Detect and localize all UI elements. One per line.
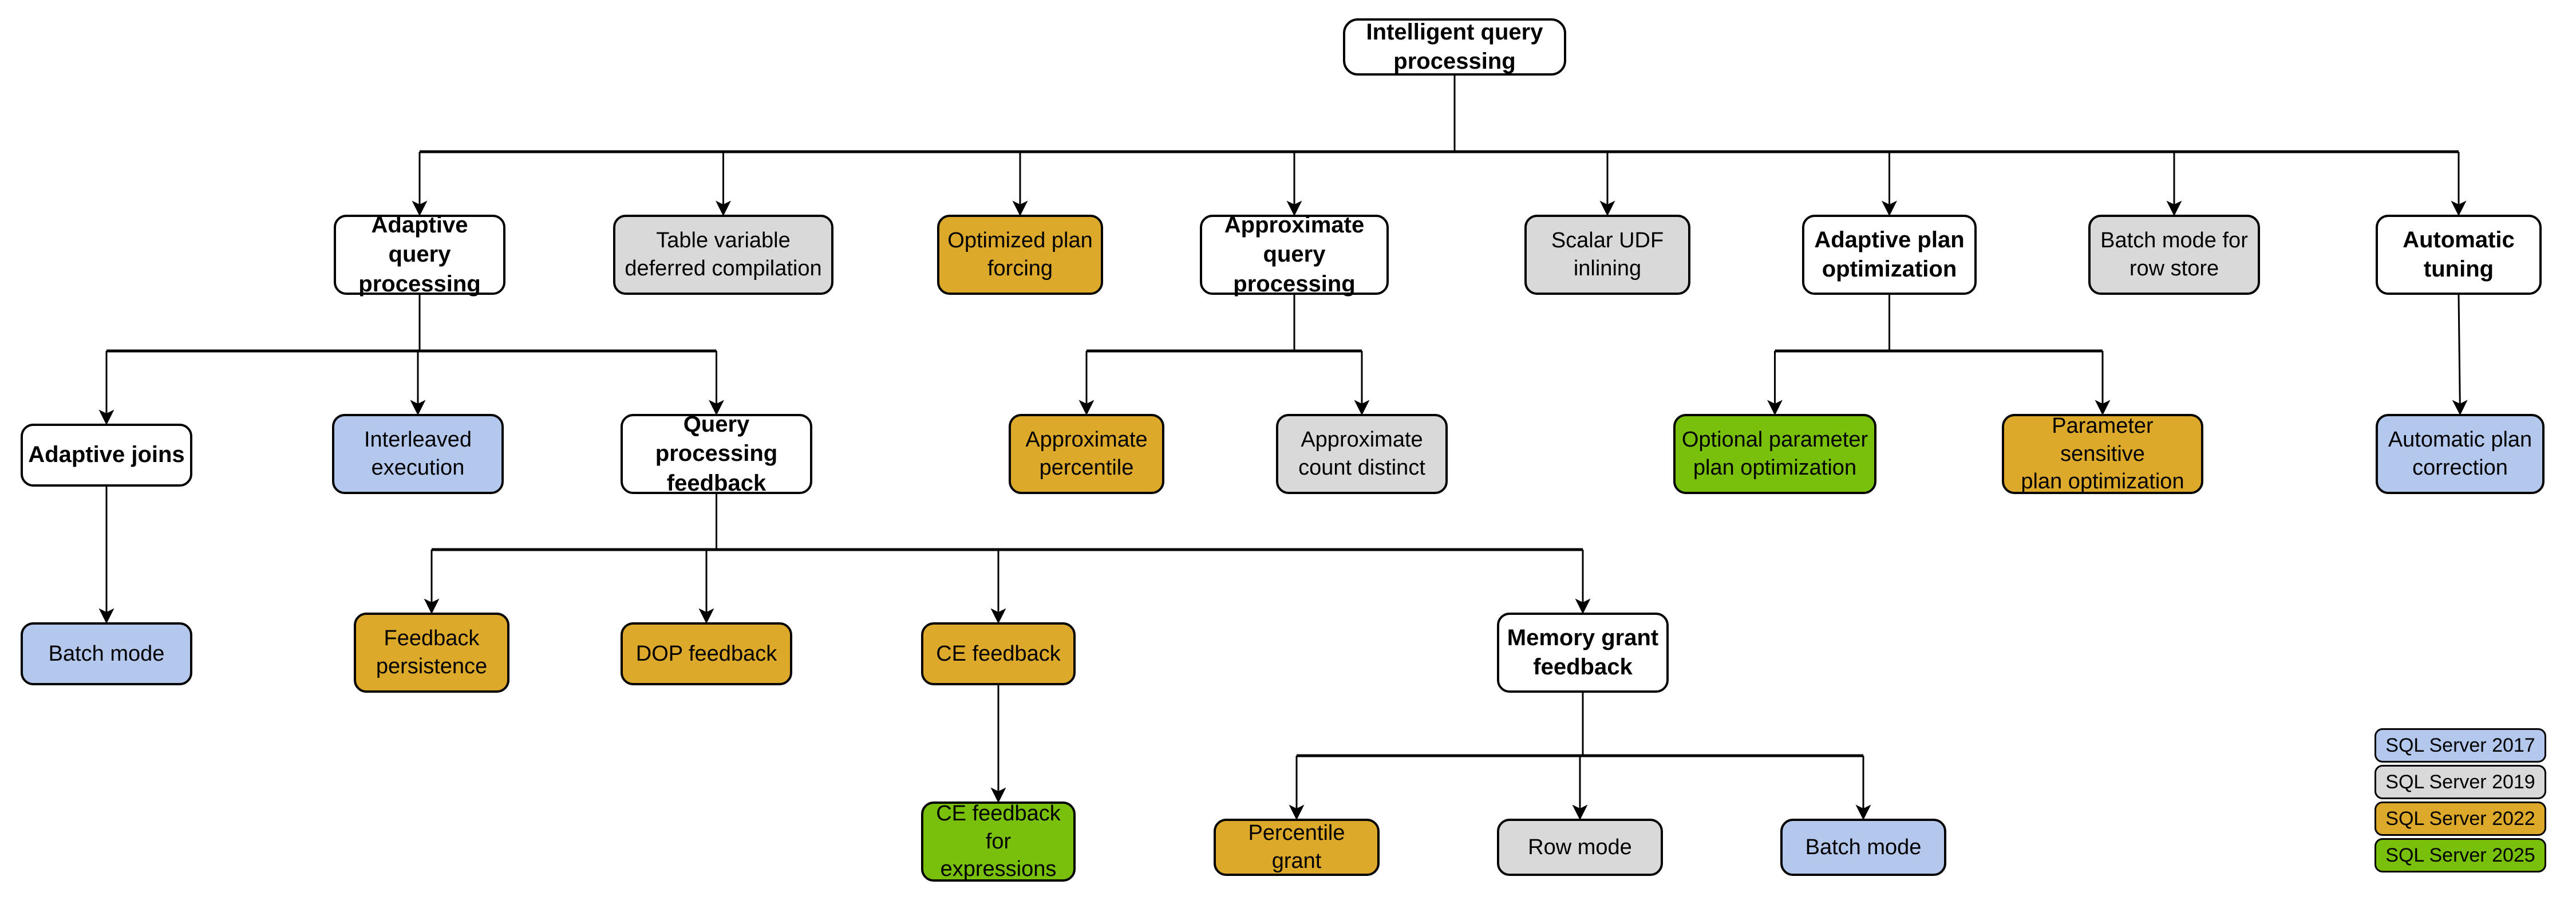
node-optional-parameter-plan-optimization[interactable]: Optional parameter plan optimization bbox=[1673, 414, 1876, 494]
legend-sql-server-2025: SQL Server 2025 bbox=[2374, 838, 2546, 872]
node-adaptive-plan-optimization[interactable]: Adaptive plan optimization bbox=[1802, 215, 1977, 295]
node-approximate-query-processing[interactable]: Approximate query processing bbox=[1200, 212, 1389, 297]
legend-sql-server-2022: SQL Server 2022 bbox=[2374, 802, 2546, 836]
node-parameter-sensitive-plan-optimization[interactable]: Parameter sensitive plan optimization bbox=[2002, 414, 2203, 494]
node-ce-feedback-for-expressions[interactable]: CE feedback for expressions bbox=[921, 802, 1076, 882]
node-percentile-grant[interactable]: Percentile grant bbox=[1214, 819, 1380, 876]
node-batch-mode-for-row-store[interactable]: Batch mode for row store bbox=[2088, 215, 2260, 295]
node-interleaved-execution[interactable]: Interleaved execution bbox=[332, 414, 504, 494]
node-approximate-count-distinct[interactable]: Approximate count distinct bbox=[1276, 414, 1448, 494]
node-batch-mode-aj[interactable]: Batch mode bbox=[21, 622, 192, 685]
node-adaptive-joins[interactable]: Adaptive joins bbox=[21, 424, 192, 487]
node-batch-mode-mgf[interactable]: Batch mode bbox=[1780, 819, 1946, 876]
node-dop-feedback[interactable]: DOP feedback bbox=[621, 622, 792, 685]
node-query-processing-feedback[interactable]: Query processing feedback bbox=[621, 412, 812, 496]
node-approximate-percentile[interactable]: Approximate percentile bbox=[1009, 414, 1164, 494]
node-automatic-plan-correction[interactable]: Automatic plan correction bbox=[2376, 414, 2545, 494]
node-optimized-plan-forcing[interactable]: Optimized plan forcing bbox=[937, 215, 1103, 295]
node-automatic-tuning[interactable]: Automatic tuning bbox=[2376, 215, 2542, 295]
legend-sql-server-2019: SQL Server 2019 bbox=[2374, 765, 2546, 799]
node-feedback-persistence[interactable]: Feedback persistence bbox=[354, 613, 509, 693]
node-root[interactable]: Intelligent query processing bbox=[1343, 18, 1566, 76]
node-adaptive-query-processing[interactable]: Adaptive query processing bbox=[334, 212, 505, 297]
node-row-mode[interactable]: Row mode bbox=[1497, 819, 1663, 876]
node-memory-grant-feedback[interactable]: Memory grant feedback bbox=[1497, 613, 1669, 693]
node-ce-feedback[interactable]: CE feedback bbox=[921, 622, 1076, 685]
legend-sql-server-2017: SQL Server 2017 bbox=[2374, 728, 2546, 763]
connector-line bbox=[2452, 294, 2468, 416]
node-scalar-udf-inlining[interactable]: Scalar UDF inlining bbox=[1524, 215, 1690, 295]
node-table-variable-deferred-compilation[interactable]: Table variable deferred compilation bbox=[613, 215, 833, 295]
